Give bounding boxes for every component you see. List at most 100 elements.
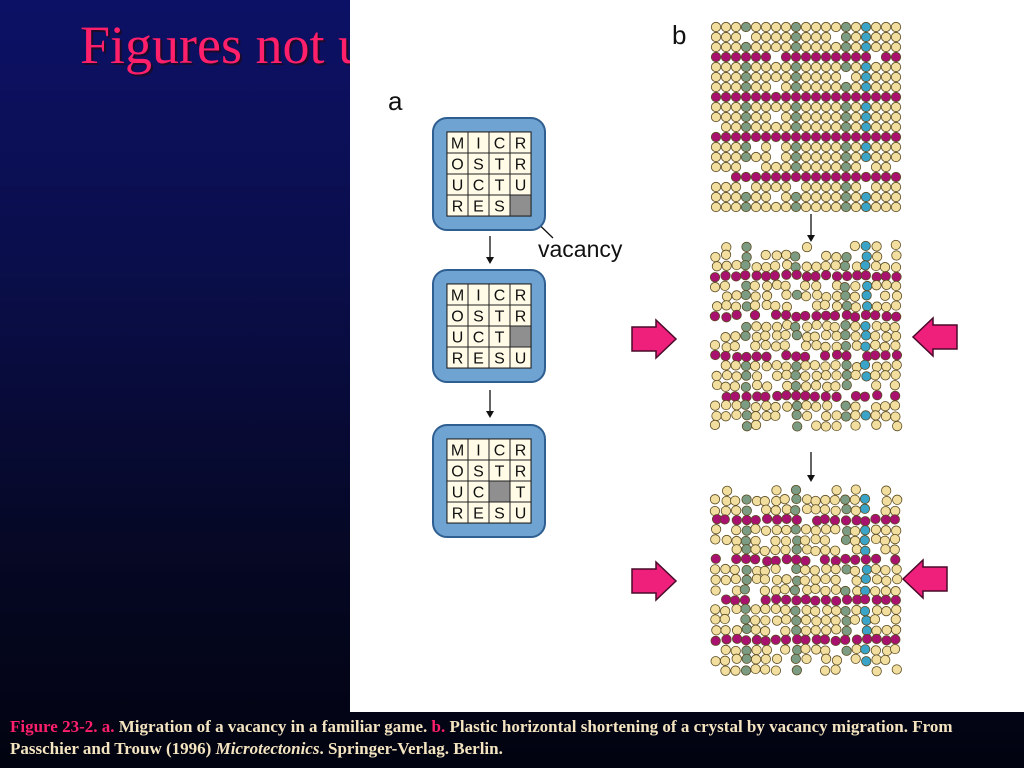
atom	[720, 411, 731, 422]
atom	[860, 121, 872, 133]
puzzle-letter: R	[452, 506, 464, 523]
atom	[820, 51, 832, 63]
atom	[890, 71, 902, 83]
down-arrow-head	[807, 235, 815, 242]
atom	[812, 289, 823, 301]
atom	[740, 21, 752, 33]
atom	[800, 71, 812, 83]
atom	[750, 31, 762, 43]
atom	[860, 525, 871, 536]
atom	[720, 665, 731, 676]
atom	[730, 171, 742, 183]
atom	[729, 381, 740, 392]
atom	[880, 565, 891, 576]
atom	[760, 161, 772, 173]
atom	[770, 21, 782, 33]
atom	[730, 495, 741, 506]
atom	[791, 544, 802, 555]
atom	[770, 665, 781, 676]
atom	[710, 201, 722, 213]
atom	[860, 270, 871, 281]
puzzle-letter: U	[515, 506, 527, 523]
atom	[731, 409, 742, 420]
atom	[820, 81, 832, 93]
atom	[761, 321, 772, 332]
atom	[880, 514, 891, 525]
atom	[830, 505, 841, 516]
atom	[830, 121, 842, 133]
atom	[750, 515, 761, 526]
puzzle-letter: I	[476, 443, 480, 460]
atom	[810, 121, 822, 133]
puzzle-letter: S	[494, 351, 505, 368]
atom	[780, 309, 792, 321]
atom	[771, 574, 783, 586]
atom	[791, 409, 802, 421]
atom	[790, 321, 801, 333]
atom	[850, 61, 862, 73]
atom	[762, 381, 773, 392]
atom	[891, 311, 902, 322]
atom	[850, 51, 862, 63]
atom	[720, 91, 732, 103]
atom	[820, 310, 832, 321]
atom	[711, 524, 722, 535]
atom	[830, 545, 841, 556]
atom	[880, 131, 892, 143]
atom	[849, 614, 860, 625]
atom	[800, 161, 812, 173]
atom	[751, 351, 762, 362]
atom	[810, 606, 821, 617]
atom	[891, 564, 902, 575]
atom	[821, 411, 832, 422]
atom	[839, 261, 851, 272]
atom	[811, 616, 822, 627]
puzzle-letter: O	[451, 309, 463, 326]
atom	[890, 300, 902, 311]
atom	[870, 141, 882, 153]
atom	[710, 585, 721, 596]
crystal-lattice	[709, 484, 903, 677]
atom	[760, 31, 772, 43]
atom	[760, 21, 772, 33]
atom	[840, 41, 852, 53]
atom	[751, 634, 762, 645]
atom	[890, 624, 902, 635]
atom	[731, 553, 742, 565]
atom	[781, 269, 792, 280]
atom	[892, 420, 903, 432]
atom	[791, 361, 802, 372]
atom	[760, 101, 772, 113]
atom	[760, 201, 772, 213]
atom	[871, 380, 882, 391]
atom	[831, 410, 842, 421]
atom	[861, 564, 872, 575]
atom	[792, 644, 803, 656]
atom	[750, 615, 761, 626]
atom	[881, 606, 892, 617]
atom	[862, 280, 873, 292]
atom	[811, 310, 822, 322]
puzzle-letter: R	[452, 199, 464, 216]
atom	[829, 515, 841, 526]
atom	[890, 181, 902, 193]
atom	[810, 380, 822, 391]
atom	[820, 201, 832, 213]
atom	[850, 390, 862, 402]
atom	[761, 644, 773, 656]
atom	[720, 332, 731, 343]
atom	[790, 111, 802, 123]
atom	[740, 635, 752, 646]
atom	[749, 300, 761, 311]
atom	[830, 101, 842, 113]
atom	[820, 421, 831, 432]
atom	[740, 330, 751, 341]
atom	[881, 495, 892, 507]
atom	[820, 545, 831, 556]
atom	[760, 191, 772, 203]
atom	[830, 141, 842, 153]
atom	[750, 402, 761, 413]
atom	[810, 71, 822, 83]
